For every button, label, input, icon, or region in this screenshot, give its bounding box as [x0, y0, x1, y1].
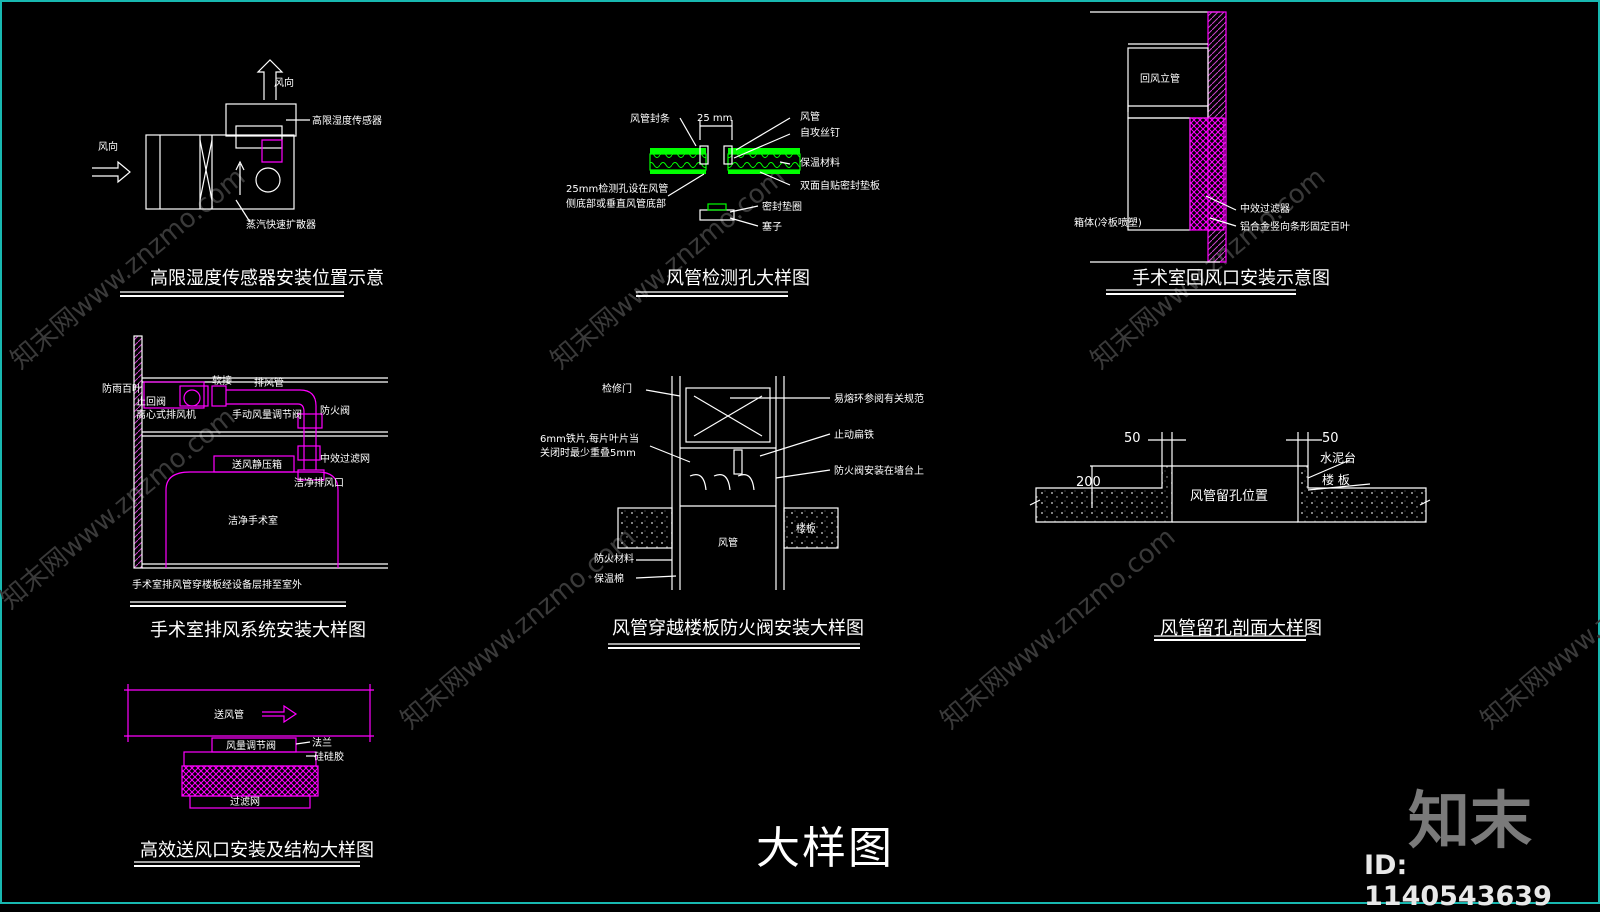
opening-title: 风管留孔剖面大样图 — [1160, 618, 1322, 639]
damper-support-label: 防火阀安装在墙台上 — [834, 464, 924, 477]
mortar-label: 水泥台 — [1320, 450, 1356, 465]
hepa-damper-label: 风量调节阀 — [226, 739, 276, 752]
gasket-label: 密封垫圈 — [762, 200, 802, 213]
detail-fire-damper — [608, 376, 860, 649]
fire-damper-label: 防火阀 — [320, 404, 350, 417]
floor-slab-label: 楼板 — [796, 522, 816, 535]
clean-exhaust-label: 洁净排风口 — [294, 476, 344, 489]
fd-insulation-label: 保温棉 — [594, 572, 624, 585]
silicone-label: 硅硅胶 — [314, 750, 344, 763]
sensor-wind-left-label: 风向 — [98, 140, 118, 153]
flexible-label: 软接 — [212, 374, 232, 387]
adhesive-label: 双面自贴密封垫板 — [800, 179, 880, 192]
box-label: 箱体(冷板喷塑) — [1074, 216, 1142, 229]
check-valve-label: 止回阀 — [136, 395, 166, 408]
detail-sensor — [92, 59, 344, 297]
dim-right-label: 50 — [1322, 431, 1339, 446]
detail-opening — [1029, 432, 1431, 641]
exhaust-title: 手术室排风系统安装大样图 — [150, 620, 366, 641]
detail-exhaust — [130, 335, 388, 607]
sensor-label: 高限湿度传感器 — [312, 114, 382, 127]
hepa-title: 高效送风口安装及结构大样图 — [140, 840, 374, 861]
plenum-label: 送风静压箱 — [232, 458, 282, 471]
detail-return-air — [1090, 11, 1296, 295]
dim-height-label: 200 — [1076, 475, 1101, 490]
watermark: 知末网www.znzmo.com — [935, 522, 1181, 735]
brand-logo: 知末 — [1408, 784, 1533, 857]
clean-room-label: 洁净手术室 — [228, 514, 278, 527]
image-id: ID: 1140543639 — [1364, 850, 1552, 912]
diffuser-label: 蒸汽快速扩散器 — [246, 218, 316, 231]
manual-damper-label: 手动风量调节阀 — [232, 408, 302, 421]
flange-label: 法兰 — [312, 736, 332, 749]
seal-strip-label: 风管封条 — [630, 112, 670, 125]
stop-plate-label: 止动扁铁 — [834, 428, 874, 441]
fd-duct-label: 风管 — [718, 536, 738, 549]
blade-note-1: 6mm铁片,每片叶片当 — [540, 432, 639, 445]
dim-left-label: 50 — [1124, 431, 1141, 446]
plug-label: 塞子 — [762, 220, 782, 233]
fire-damper-title: 风管穿越楼板防火阀安装大样图 — [612, 618, 864, 639]
main-title: 大样图 — [756, 823, 894, 874]
hole-note-1: 25mm检测孔设在风管 — [566, 182, 668, 195]
blade-note-2: 关闭时最少重叠5mm — [540, 446, 636, 459]
dim-25mm-label: 25 mm — [697, 113, 732, 124]
watermark-layer: 知末网www.znzmo.com 知末网www.znzmo.com 知末网www… — [0, 162, 1600, 735]
riser-label: 回风立管 — [1140, 72, 1180, 85]
supply-duct-label: 送风管 — [214, 708, 244, 721]
insulation-label: 保温材料 — [800, 156, 840, 169]
filter-label: 中效过滤器 — [1240, 202, 1290, 215]
filter-net-label: 过滤网 — [230, 795, 260, 808]
exhaust-duct-label: 排风管 — [254, 376, 284, 389]
detail-hepa — [124, 684, 374, 867]
hole-note-2: 侧底部或垂直风管底部 — [566, 197, 666, 210]
medium-filter-label: 中效过滤网 — [320, 452, 370, 465]
louver-label: 铝合金竖向条形固定百叶 — [1240, 220, 1350, 233]
fusible-link-label: 易熔环参阅有关规范 — [834, 392, 924, 405]
exhaust-bottom-note: 手术室排风管穿楼板经设备层排至室外 — [132, 578, 302, 591]
duct-label: 风管 — [800, 110, 820, 123]
rain-louver-label: 防雨百叶 — [102, 382, 142, 395]
slab-label: 楼 板 — [1322, 472, 1350, 487]
access-door-label: 检修门 — [602, 382, 632, 395]
return-air-title: 手术室回风口安装示意图 — [1132, 268, 1330, 289]
watermark: 知末网www.znzmo.com — [1475, 522, 1600, 735]
test-hole-title: 风管检测孔大样图 — [666, 268, 810, 289]
fireproof-label: 防火材料 — [594, 552, 634, 565]
sensor-wind-up-label: 风向 — [274, 76, 294, 89]
screw-label: 自攻丝钉 — [800, 126, 840, 139]
detail-test-hole — [636, 117, 801, 297]
sensor-title: 高限湿度传感器安装位置示意 — [150, 268, 384, 289]
fan-label: 离心式排风机 — [136, 408, 196, 421]
opening-label: 风管留孔位置 — [1190, 489, 1268, 504]
